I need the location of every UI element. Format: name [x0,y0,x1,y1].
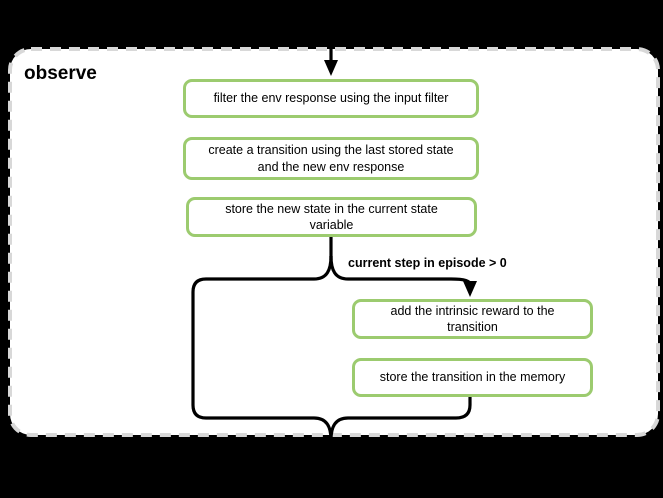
node-add-intrinsic-reward: add the intrinsic reward to the transiti… [352,299,593,339]
connector-branch-return [329,397,472,441]
node-create-transition: create a transition using the last store… [183,137,479,180]
connector-bypass-left [191,255,333,441]
node-filter-env-response: filter the env response using the input … [183,79,479,118]
node-store-new-state: store the new state in the current state… [186,197,477,237]
condition-label: current step in episode > 0 [348,256,507,270]
arrowhead-branch-down [463,281,477,297]
arrowhead-entry-down [324,60,338,76]
diagram-title: observe [24,63,97,84]
node-store-transition: store the transition in the memory [352,358,593,397]
